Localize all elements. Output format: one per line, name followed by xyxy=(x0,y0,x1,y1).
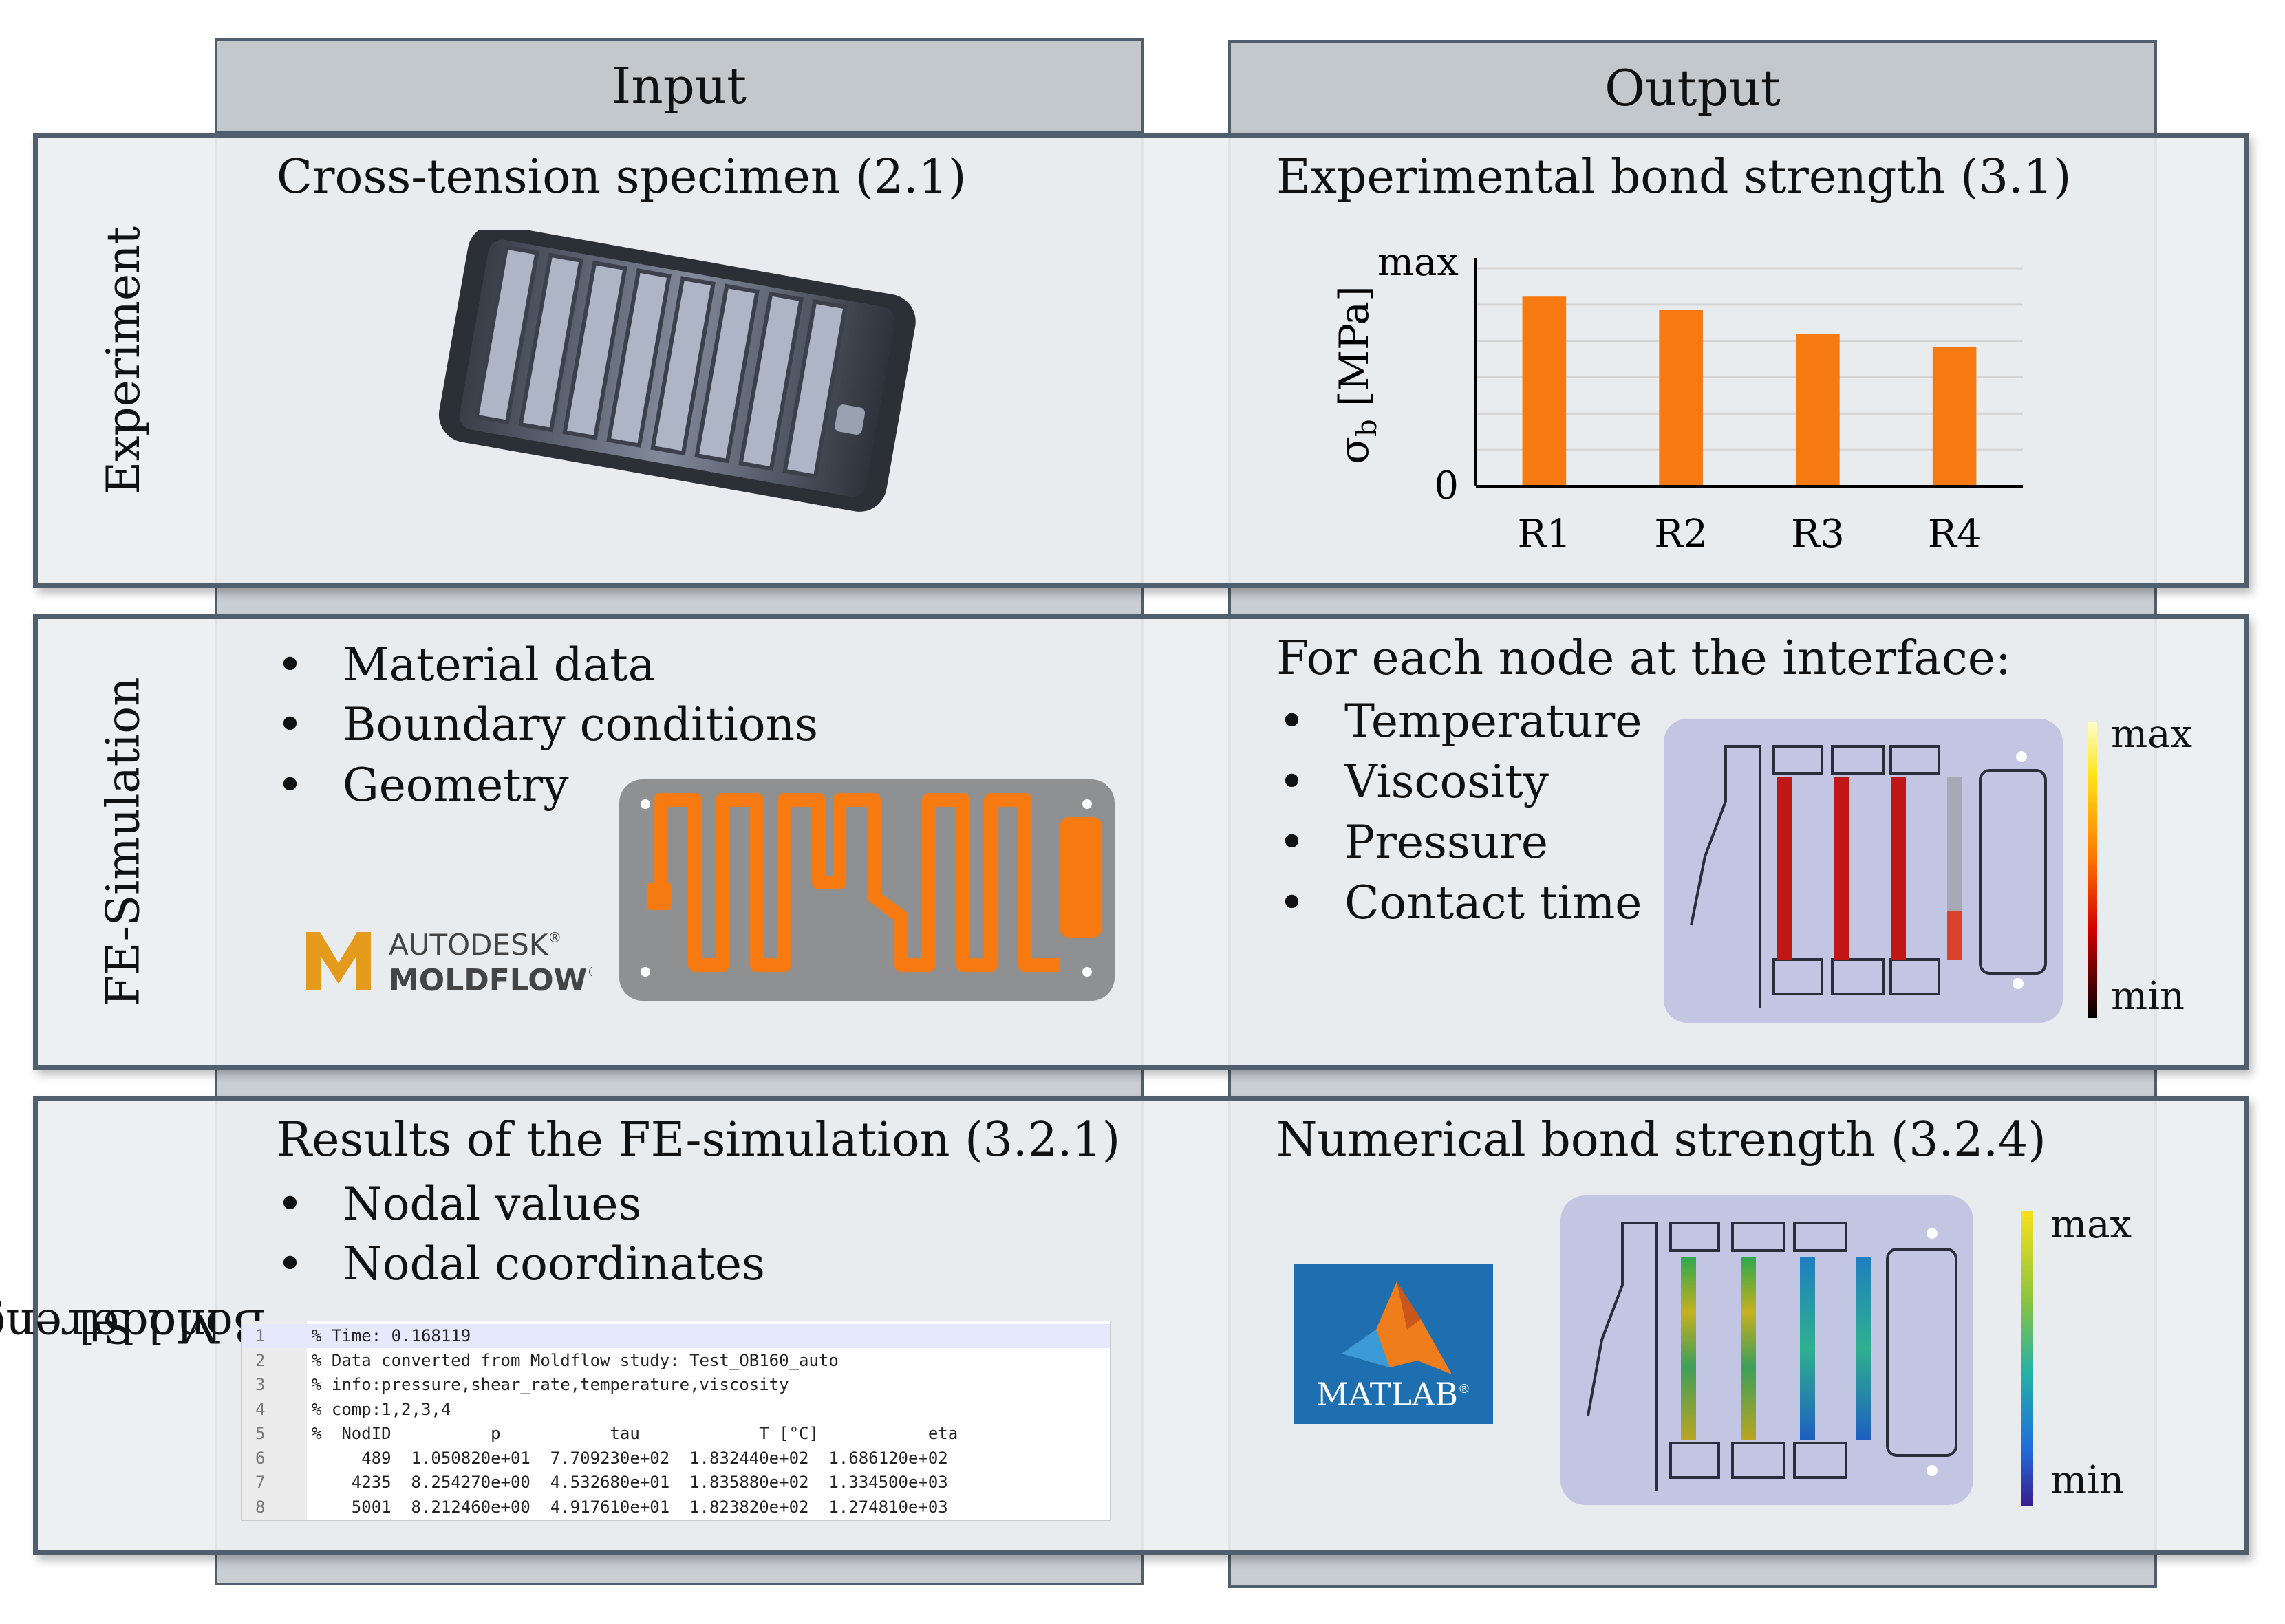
code-line: 4% comp:1,2,3,4 xyxy=(255,1399,451,1419)
chart-bar-r4 xyxy=(1932,347,1977,486)
bond-strength-label: Bond StrengthModel xyxy=(0,1299,267,1352)
bond-scale-max-label: max xyxy=(2050,1202,2132,1247)
chart-bar-r1 xyxy=(1522,296,1567,486)
experiment-label: Experiment xyxy=(97,226,151,495)
bond-output-title: Numerical bond strength (3.2.4) xyxy=(1276,1113,2046,1167)
chart-bar-r2 xyxy=(1659,310,1703,486)
experiment-input-title: Cross-tension specimen (2.1) xyxy=(277,150,967,204)
numerical-bond-strength-field-plot xyxy=(1560,1195,1973,1505)
code-line: 6 489 1.050820e+01 7.709230e+02 1.832440… xyxy=(255,1448,948,1468)
cross-tension-specimen-photo xyxy=(438,230,916,512)
chart-y-axis-label: σb [MPa] xyxy=(1331,285,1383,464)
fe-scale-min-label: min xyxy=(2111,974,2185,1019)
chart-y-tick-label: 0 xyxy=(1434,464,1459,508)
code-line: 8 5001 8.212460e+00 4.917610e+01 1.82382… xyxy=(255,1497,948,1517)
experiment-row-label: Experiment xyxy=(38,138,210,583)
matlab-logo: MATLAB® xyxy=(1294,1264,1493,1424)
chart-x-tick-label: R1 xyxy=(1517,512,1571,556)
fe-color-scale xyxy=(2088,722,2097,1018)
bond-color-scale xyxy=(2021,1211,2033,1506)
svg-text:MATLAB®: MATLAB® xyxy=(1316,1376,1470,1413)
autodesk-moldflow-logo: AUTODESK® MOLDFLOW® xyxy=(306,928,592,997)
experiment-row: Experiment xyxy=(33,133,2249,588)
chart-x-tick-label: R2 xyxy=(1654,512,1708,556)
experiment-output-title: Experimental bond strength (3.1) xyxy=(1276,150,2072,204)
chart-y-tick-label: max xyxy=(1377,240,1459,285)
moldflow-m-icon xyxy=(306,932,371,990)
chart-x-tick-labels: R1 R2 R3 R4 xyxy=(1517,512,1981,556)
svg-text:AUTODESK®: AUTODESK® xyxy=(389,928,561,962)
fe-simulation-label: FE-Simulation xyxy=(97,677,151,1007)
code-line: 2% Data converted from Moldflow study: T… xyxy=(255,1350,839,1370)
bond-scale-min-label: min xyxy=(2050,1458,2125,1503)
output-header-label: Output xyxy=(1605,58,1781,117)
bond-strength-row-label: Bond StrengthModel xyxy=(0,1101,267,1550)
chart-x-tick-label: R3 xyxy=(1791,512,1845,556)
output-column-header: Output xyxy=(1231,43,2154,136)
chart-x-tick-label: R4 xyxy=(1928,512,1982,556)
code-line: 7 4235 8.254270e+00 4.532680e+01 1.83588… xyxy=(255,1473,948,1492)
fe-output-title: For each node at the interface: xyxy=(1276,631,2011,686)
bond-input-title: Results of the FE-simulation (3.2.1) xyxy=(277,1113,1121,1167)
chart-y-tick-labels: 0 max xyxy=(1377,240,1459,508)
input-column-header: Input xyxy=(217,41,1141,133)
chart-bar-r3 xyxy=(1796,334,1840,486)
input-header-label: Input xyxy=(611,56,747,115)
fe-scale-max-label: max xyxy=(2111,712,2193,757)
chart-bars xyxy=(1522,296,1977,486)
code-line: 5% NodID p tau T [°C] eta xyxy=(255,1424,958,1443)
code-line: 3% info:pressure,shear_rate,temperature,… xyxy=(255,1375,789,1394)
code-line: 1% Time: 0.168119 xyxy=(242,1324,1110,1348)
chart-gridlines xyxy=(1476,267,2023,451)
moldflow-part-geometry xyxy=(619,779,1115,1001)
experimental-bond-strength-chart: R1 R2 R3 R4 0 max σb [MPa] xyxy=(1331,240,2023,556)
svg-text:MOLDFLOW®: MOLDFLOW® xyxy=(389,963,592,997)
fe-result-field-plot xyxy=(1664,719,2063,1023)
fe-simulation-row-label: FE-Simulation xyxy=(38,619,210,1065)
line-number-gutter xyxy=(242,1321,307,1520)
